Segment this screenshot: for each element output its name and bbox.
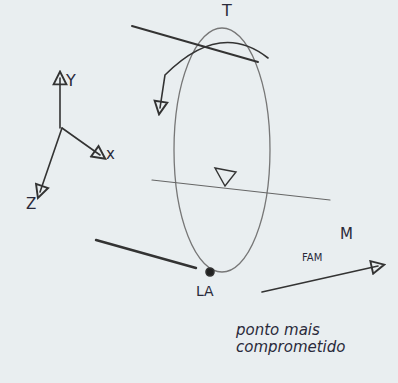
z-axis bbox=[40, 128, 62, 192]
torque-arrow bbox=[160, 42, 268, 108]
axis-label: x bbox=[106, 146, 115, 163]
critical-point bbox=[206, 268, 214, 276]
center-line bbox=[152, 180, 330, 200]
note-text: ponto mais comprometido bbox=[236, 322, 386, 355]
force-label: FAM bbox=[302, 252, 322, 263]
point-label: LA bbox=[196, 284, 214, 299]
y-axis bbox=[59, 78, 61, 128]
torque-label: T bbox=[222, 2, 232, 20]
axis-label: Y bbox=[66, 72, 76, 90]
moment-label: M bbox=[340, 226, 353, 243]
force-arrow bbox=[262, 266, 378, 292]
axis-label: Z bbox=[26, 196, 36, 213]
shaft-section bbox=[174, 28, 270, 272]
x-axis bbox=[62, 128, 100, 155]
center-triangle bbox=[215, 168, 236, 186]
bottom-line bbox=[96, 240, 196, 268]
